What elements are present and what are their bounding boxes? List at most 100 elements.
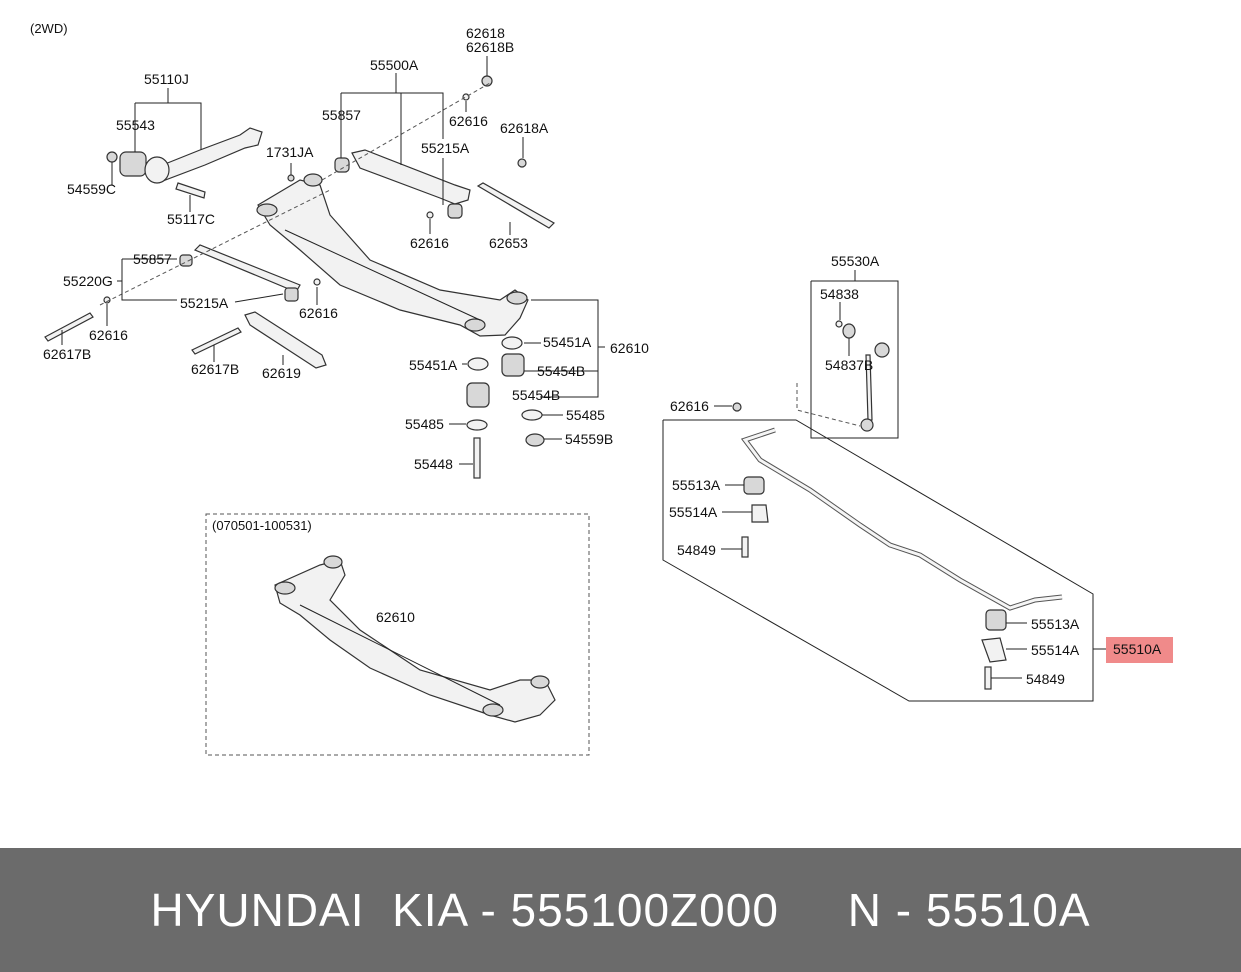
label-55448: 55448: [414, 456, 453, 472]
label-55110j: 55110J: [144, 71, 189, 87]
washer-62616c: [313, 278, 321, 286]
mount-stack: [466, 336, 545, 479]
bushing-55451a-a: [501, 336, 523, 350]
link-rod: [865, 354, 873, 421]
label-55215a-a: 55215A: [421, 140, 470, 156]
label-55454b-b: 55454B: [512, 387, 560, 403]
stabilizer-link-group: [796, 280, 899, 439]
subframe-mount-1: [256, 203, 278, 217]
trailing-arm-group: [106, 127, 263, 199]
bushing-55513a-a: [743, 476, 765, 495]
label-62619: 62619: [262, 365, 301, 381]
highlight-55510a: [1106, 637, 1173, 663]
subframe-edge: [284, 229, 481, 321]
bushing-55454b-a: [501, 353, 525, 377]
lower-arm-group: [44, 189, 331, 369]
subframe-alt-mount-3: [482, 703, 504, 717]
label-55510a: 55510A: [1113, 641, 1162, 657]
label-55857-b: 55857: [133, 251, 172, 267]
stabilizer-bar: [740, 427, 1063, 611]
nut-54559c: [106, 151, 118, 163]
subframe-mount-3: [464, 318, 486, 332]
bolt-55448: [473, 437, 481, 479]
nut-54559b: [525, 433, 545, 447]
washer-55485-a: [521, 409, 543, 421]
washer-62616d: [103, 296, 111, 304]
bushing-55215a: [447, 203, 463, 219]
link-leader: [796, 383, 861, 427]
bolt-55117c: [175, 182, 206, 199]
arm-62653: [476, 182, 555, 229]
bushing-55543: [119, 151, 147, 177]
bolt-54849-a: [741, 536, 749, 558]
lateral-arm: [351, 149, 471, 205]
label-62617b-b: 62617B: [191, 361, 239, 377]
part-number-text: HYUNDAI KIA - 555100Z000 N - 55510A: [150, 884, 1091, 936]
lower-arm-55220g: [193, 244, 301, 293]
label-62616-d: 62616: [89, 327, 128, 343]
label-55513a-a: 55513A: [672, 477, 721, 493]
washer-55485-b: [466, 419, 488, 431]
subframe-mount-2: [303, 173, 323, 187]
label-55117c: 55117C: [167, 211, 215, 227]
crossmember-top: [256, 173, 529, 337]
bushing-55857: [334, 157, 350, 173]
label-55500a: 55500A: [370, 57, 419, 73]
clip-1731ja: [287, 174, 295, 182]
parts-diagram: (2WD) (070501-100531) 55110J 55543 54559…: [30, 21, 1173, 756]
subframe-alt-mount-2: [323, 555, 343, 569]
label-54838: 54838: [820, 286, 859, 302]
stabilizer-bar-highlight: [742, 428, 1063, 610]
label-62616-c: 62616: [299, 305, 338, 321]
label-54849-b: 54849: [1026, 671, 1065, 687]
label-55857-a: 55857: [322, 107, 361, 123]
label-55451a-b: 55451A: [409, 357, 458, 373]
label-55485-b: 55485: [405, 416, 444, 432]
label-55454b-a: 55454B: [537, 363, 585, 379]
link-ball-bottom: [860, 418, 874, 432]
subframe-alt: [274, 559, 556, 723]
label-55530a: 55530A: [831, 253, 880, 269]
subframe-alt-mount-1: [274, 581, 296, 595]
label-62610-b: 62610: [376, 609, 415, 625]
label-62618b: 62618B: [466, 39, 514, 55]
label-62616-b: 62616: [410, 235, 449, 251]
washer-62616b: [426, 211, 434, 219]
crossmember-alt: [274, 555, 556, 723]
bar-box: [662, 419, 1094, 702]
leader-lines: [61, 56, 1106, 679]
label-62610-a: 62610: [610, 340, 649, 356]
label-54559c: 54559C: [67, 181, 116, 197]
bolt-62617b-a: [44, 312, 94, 342]
stabilizer-bar-group: [662, 402, 1173, 702]
trailing-arm: [149, 127, 263, 183]
variant-label: (2WD): [30, 21, 68, 36]
period-label: (070501-100531): [212, 518, 312, 533]
nut-62618a: [517, 158, 527, 168]
link-62619: [244, 311, 327, 369]
label-55220g: 55220G: [63, 273, 113, 289]
label-62617b-a: 62617B: [43, 346, 91, 362]
bushing-55454b-b: [466, 382, 490, 408]
subframe-mount-4: [506, 291, 528, 305]
boot-54837b: [842, 323, 856, 339]
bushing-55215ab: [284, 287, 299, 302]
label-55543: 55543: [116, 117, 155, 133]
label-1731ja: 1731JA: [266, 144, 314, 160]
label-54559b: 54559B: [565, 431, 613, 447]
label-62653: 62653: [489, 235, 528, 251]
label-62618a: 62618A: [500, 120, 549, 136]
bolt-62617b-b: [191, 327, 242, 355]
label-54849-a: 54849: [677, 542, 716, 558]
label-55485-a: 55485: [566, 407, 605, 423]
labels: (2WD) (070501-100531) 55110J 55543 54559…: [30, 21, 1162, 687]
clamp-55514a-b: [981, 637, 1007, 663]
label-55513a-b: 55513A: [1031, 616, 1080, 632]
bushing-55451a-b: [467, 357, 489, 371]
bushing-55513a-b: [985, 609, 1007, 631]
link-ball-top: [874, 342, 890, 358]
subframe-alt-edge: [299, 604, 501, 706]
link-box: [810, 280, 899, 439]
label-55451a-a: 55451A: [543, 334, 592, 350]
label-55215a-b: 55215A: [180, 295, 229, 311]
